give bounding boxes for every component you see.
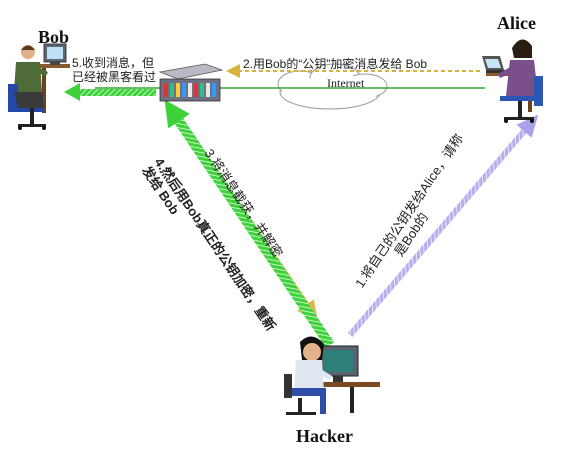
hacker-label: Hacker: [296, 426, 353, 446]
step5-line2: 已经被黑客看过: [72, 70, 157, 84]
step5-line1: 5.收到消息，但: [72, 56, 155, 70]
internet-label: Internet: [327, 76, 365, 90]
alice-label: Alice: [497, 13, 536, 33]
bob-label: Bob: [38, 27, 70, 47]
server-icon: [158, 63, 224, 102]
alice-person-icon: [482, 39, 543, 123]
step2-arrow: [226, 64, 480, 78]
step5-label: 5.收到消息，但 已经被黑客看过: [72, 56, 156, 84]
internet-cloud-icon: [277, 63, 388, 110]
step2-label: 2.用Bob的“公钥”加密消息发给 Bob: [243, 57, 428, 71]
bob-person-icon: [8, 43, 70, 130]
hacker-person-icon: [284, 336, 380, 415]
step4-arrow: [164, 99, 335, 348]
step5-arrow: [64, 83, 156, 101]
